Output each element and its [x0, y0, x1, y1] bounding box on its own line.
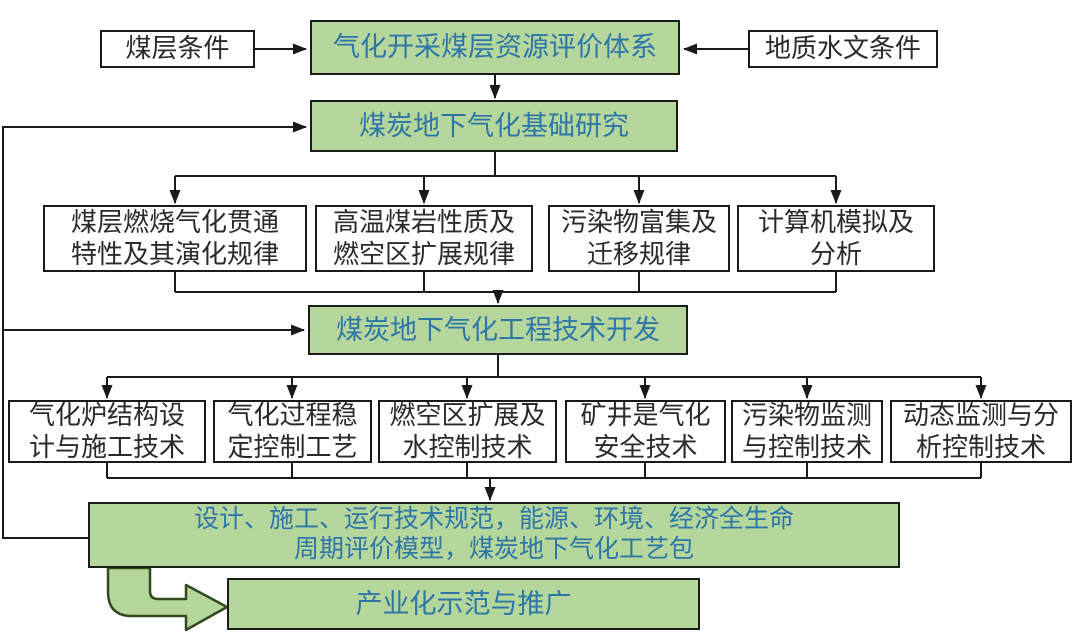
node-geology-hydrology-conditions: 地质水文条件	[748, 30, 938, 68]
node-technology-6: 动态监测与分 析控制技术	[890, 400, 1072, 463]
node-technology-3: 燃空区扩展及 水控制技术	[378, 400, 557, 463]
block-arrow-to-industrialization	[106, 566, 229, 632]
node-industrialization: 产业化示范与推广	[227, 578, 700, 630]
node-evaluation-system: 气化开采煤层资源评价体系	[310, 20, 680, 75]
node-research-topic-4: 计算机模拟及 分析	[737, 205, 935, 272]
feedback-to-basic-research	[2, 121, 307, 539]
node-research-topic-2: 高温煤岩性质及 燃空区扩展规律	[315, 205, 533, 272]
node-technology-2: 气化过程稳 定控制工艺	[213, 400, 372, 463]
node-tech-development: 煤炭地下气化工程技术开发	[308, 305, 688, 355]
node-technology-1: 气化炉结构设 计与施工技术	[8, 400, 206, 463]
node-research-topic-1: 煤层燃烧气化贯通 特性及其演化规律	[43, 205, 307, 272]
node-research-topic-3: 污染物富集及 迁移规律	[548, 205, 730, 272]
node-technology-5: 污染物监测 与控制技术	[731, 400, 883, 463]
node-basic-research: 煤炭地下气化基础研究	[310, 100, 678, 152]
node-technology-4: 矿井是气化 安全技术	[565, 400, 726, 463]
node-standards-package: 设计、施工、运行技术规范，能源、环境、经济全生命 周期评价模型，煤炭地下气化工艺…	[88, 502, 900, 568]
node-coal-seam-conditions: 煤层条件	[100, 30, 255, 68]
